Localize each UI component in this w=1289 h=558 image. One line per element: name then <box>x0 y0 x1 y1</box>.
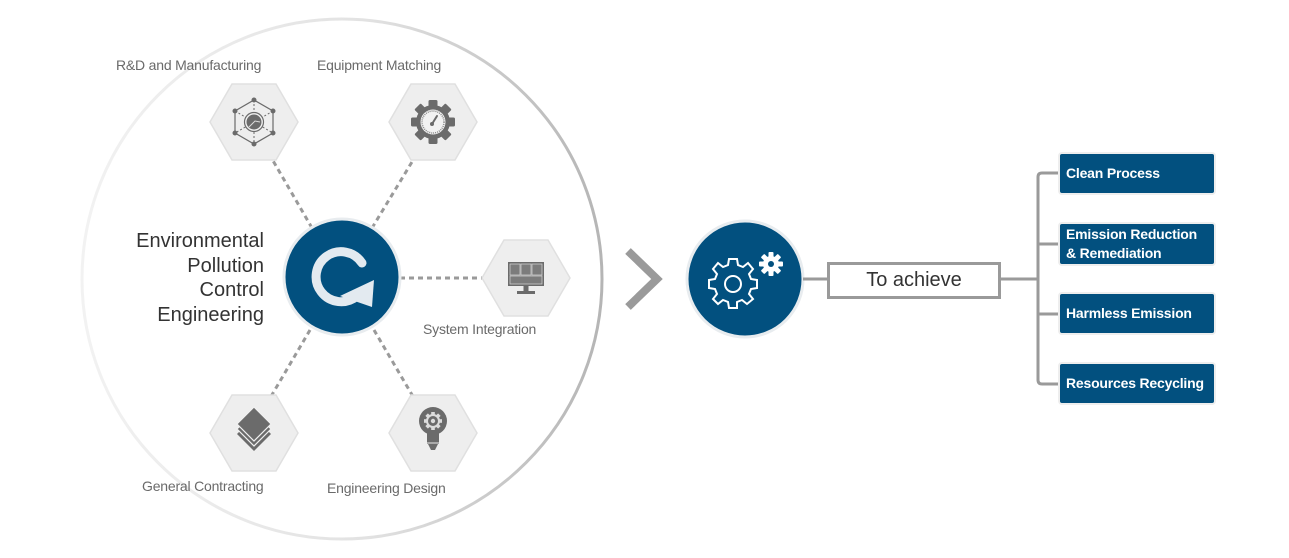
cycle-arrow-icon <box>311 247 374 307</box>
label-rd-manufacturing: R&D and Manufacturing <box>116 57 262 73</box>
lightbulb-gear-icon <box>419 407 447 450</box>
main-title: Environmental Pollution Control Engineer… <box>100 229 264 327</box>
outcome-label: Harmless Emission <box>1066 305 1192 321</box>
gears-icon <box>708 252 783 309</box>
connector-equipment <box>370 151 420 229</box>
outcome-label: Clean Process <box>1066 165 1160 181</box>
label-engineering-design: Engineering Design <box>327 480 446 496</box>
network-dial-icon <box>232 97 276 147</box>
chevron-right-icon <box>625 248 663 310</box>
outcome-clean-process[interactable]: Clean Process <box>1060 154 1214 193</box>
gear-gauge-icon <box>411 100 455 144</box>
label-system-integration: System Integration <box>423 321 537 337</box>
title-line: Environmental <box>136 230 264 252</box>
to-achieve-label: To achieve <box>866 269 962 291</box>
connector-design <box>372 329 420 406</box>
outcome-label: Emission Reduction & Remediation <box>1066 226 1197 261</box>
process-hub <box>685 219 805 339</box>
layers-icon <box>236 406 272 451</box>
connector-contracting <box>264 329 312 406</box>
outcome-bracket <box>1036 171 1060 386</box>
outcome-label: Resources Recycling <box>1066 375 1204 391</box>
outcome-emission-reduction[interactable]: Emission Reduction & Remediation <box>1060 224 1214 264</box>
connector-rd <box>266 151 314 229</box>
outer-ring <box>80 17 604 541</box>
label-general-contracting: General Contracting <box>142 478 264 494</box>
label-equipment-matching: Equipment Matching <box>317 57 442 73</box>
monitor-icon <box>508 262 544 294</box>
title-line: Engineering <box>157 303 264 326</box>
to-achieve-box: To achieve <box>827 262 1001 299</box>
outcome-resources-recycling[interactable]: Resources Recycling <box>1060 364 1214 403</box>
outcome-harmless-emission[interactable]: Harmless Emission <box>1060 294 1214 333</box>
title-line: Pollution <box>187 254 264 277</box>
center-hub <box>282 217 402 337</box>
title-line: Control <box>199 279 264 301</box>
